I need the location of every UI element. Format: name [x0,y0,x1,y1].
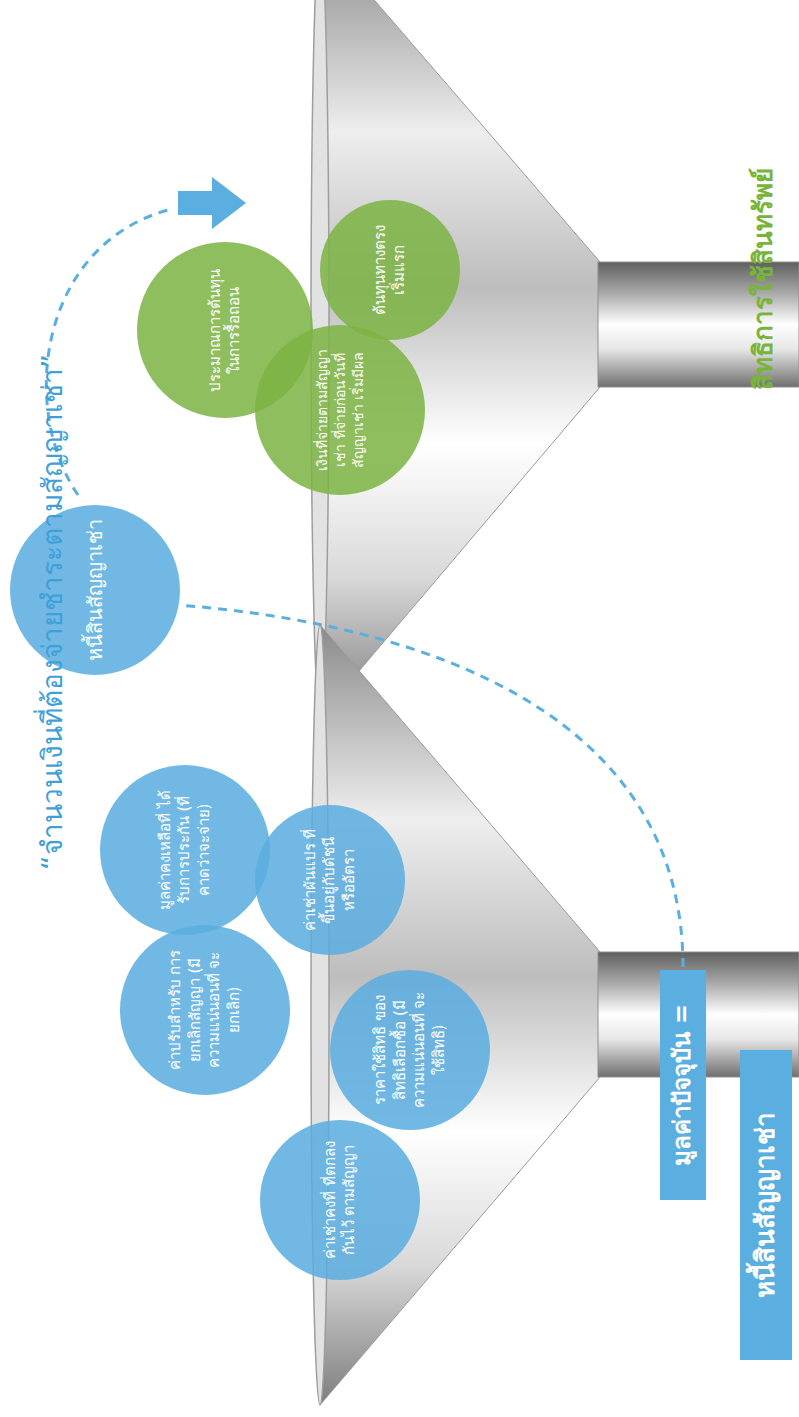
circle-node: ค่าเช่าคงที่ ที่ตกลงกันไว้ ตามสัญญา [260,1120,420,1280]
slide-title: “จำนวนเงินที่ต้องจ่ายชำระตามสัญญาเช่า” [30,354,74,870]
circle-node: ราคาใช้สิทธิ ของสิทธิเลือกซื้อ (มีความแน… [330,970,490,1130]
circle-fill [330,970,490,1130]
circle-fill [255,325,425,495]
node-text-group: ต้นทุนทางตรง เริ่มแรก [371,218,410,323]
node-text-group: ค่าปรับสำหรับ การยกเลิกสัญญา (มีความแน่น… [166,948,244,1073]
node-text: ค่าปรับสำหรับ การยกเลิกสัญญา (มีความแน่น… [166,948,244,1073]
node-text-group: เงินที่จ่ายตามสัญญาเช่า ที่จ่ายก่อนวันที… [313,343,368,478]
circle-fill [320,200,460,340]
circle-node: ค่าปรับสำหรับ การยกเลิกสัญญา (มีความแน่น… [120,925,290,1095]
node-text: เงินที่จ่ายตามสัญญาเช่า ที่จ่ายก่อนวันที… [313,343,368,478]
circle-node: หนี้สินสัญญาเช่า [10,505,180,675]
circle-fill [260,1120,420,1280]
node-text: มูลค่าคงเหลือที่ ได้รับการประกัน (ที่คาด… [156,788,215,913]
node-text: ค่าเช่าผันแปร ที่ขึ้นอยู่กับดัชนี หรืออั… [301,824,360,936]
circle-node: มูลค่าคงเหลือที่ ได้รับการประกัน (ที่คาด… [100,765,270,935]
circle-fill [10,505,180,675]
left-funnel [311,625,799,1405]
circle-fill [120,925,290,1095]
node-text-group: มูลค่าปัจจุบัน = [667,1004,698,1166]
circle-fill [255,805,405,955]
node-text-group: หนี้สินสัญญาเช่า [82,515,108,665]
circle-node: ค่าเช่าผันแปร ที่ขึ้นอยู่กับดัชนี หรืออั… [255,805,405,955]
node-text-group: ราคาใช้สิทธิ ของสิทธิเลือกซื้อ (มีความแน… [371,990,449,1110]
node-text: ประมาณการต้นทุน ในการรื้อถอน [206,265,245,395]
label-box: มูลค่าปัจจุบัน = [660,970,706,1200]
node-text-group: ค่าเช่าคงที่ ที่ตกลงกันไว้ ตามสัญญา [321,1141,360,1259]
caption-label: สิทธิการใช้สินทรัพย์ [742,168,783,390]
node-text-group: ค่าเช่าผันแปร ที่ขึ้นอยู่กับดัชนี หรืออั… [301,824,360,936]
circle-fill [100,765,270,935]
node-text: ต้นทุนทางตรง เริ่มแรก [371,218,410,323]
node-text: ค่าเช่าคงที่ ที่ตกลงกันไว้ ตามสัญญา [321,1141,360,1259]
node-text-group: ประมาณการต้นทุน ในการรื้อถอน [206,265,245,395]
node-text: หนี้สินสัญญาเช่า [749,1112,783,1298]
circle-node: ต้นทุนทางตรง เริ่มแรก [320,200,460,340]
node-text: ราคาใช้สิทธิ ของสิทธิเลือกซื้อ (มีความแน… [371,990,449,1110]
label-box: หนี้สินสัญญาเช่า [740,1050,792,1360]
node-text-group: มูลค่าคงเหลือที่ ได้รับการประกัน (ที่คาด… [156,788,215,913]
node-text-group: หนี้สินสัญญาเช่า [749,1112,783,1298]
node-text: มูลค่าปัจจุบัน = [667,1004,698,1166]
dashed-connector [182,605,683,967]
node-text: หนี้สินสัญญาเช่า [82,515,108,665]
circle-node: เงินที่จ่ายตามสัญญาเช่า ที่จ่ายก่อนวันที… [255,325,425,495]
